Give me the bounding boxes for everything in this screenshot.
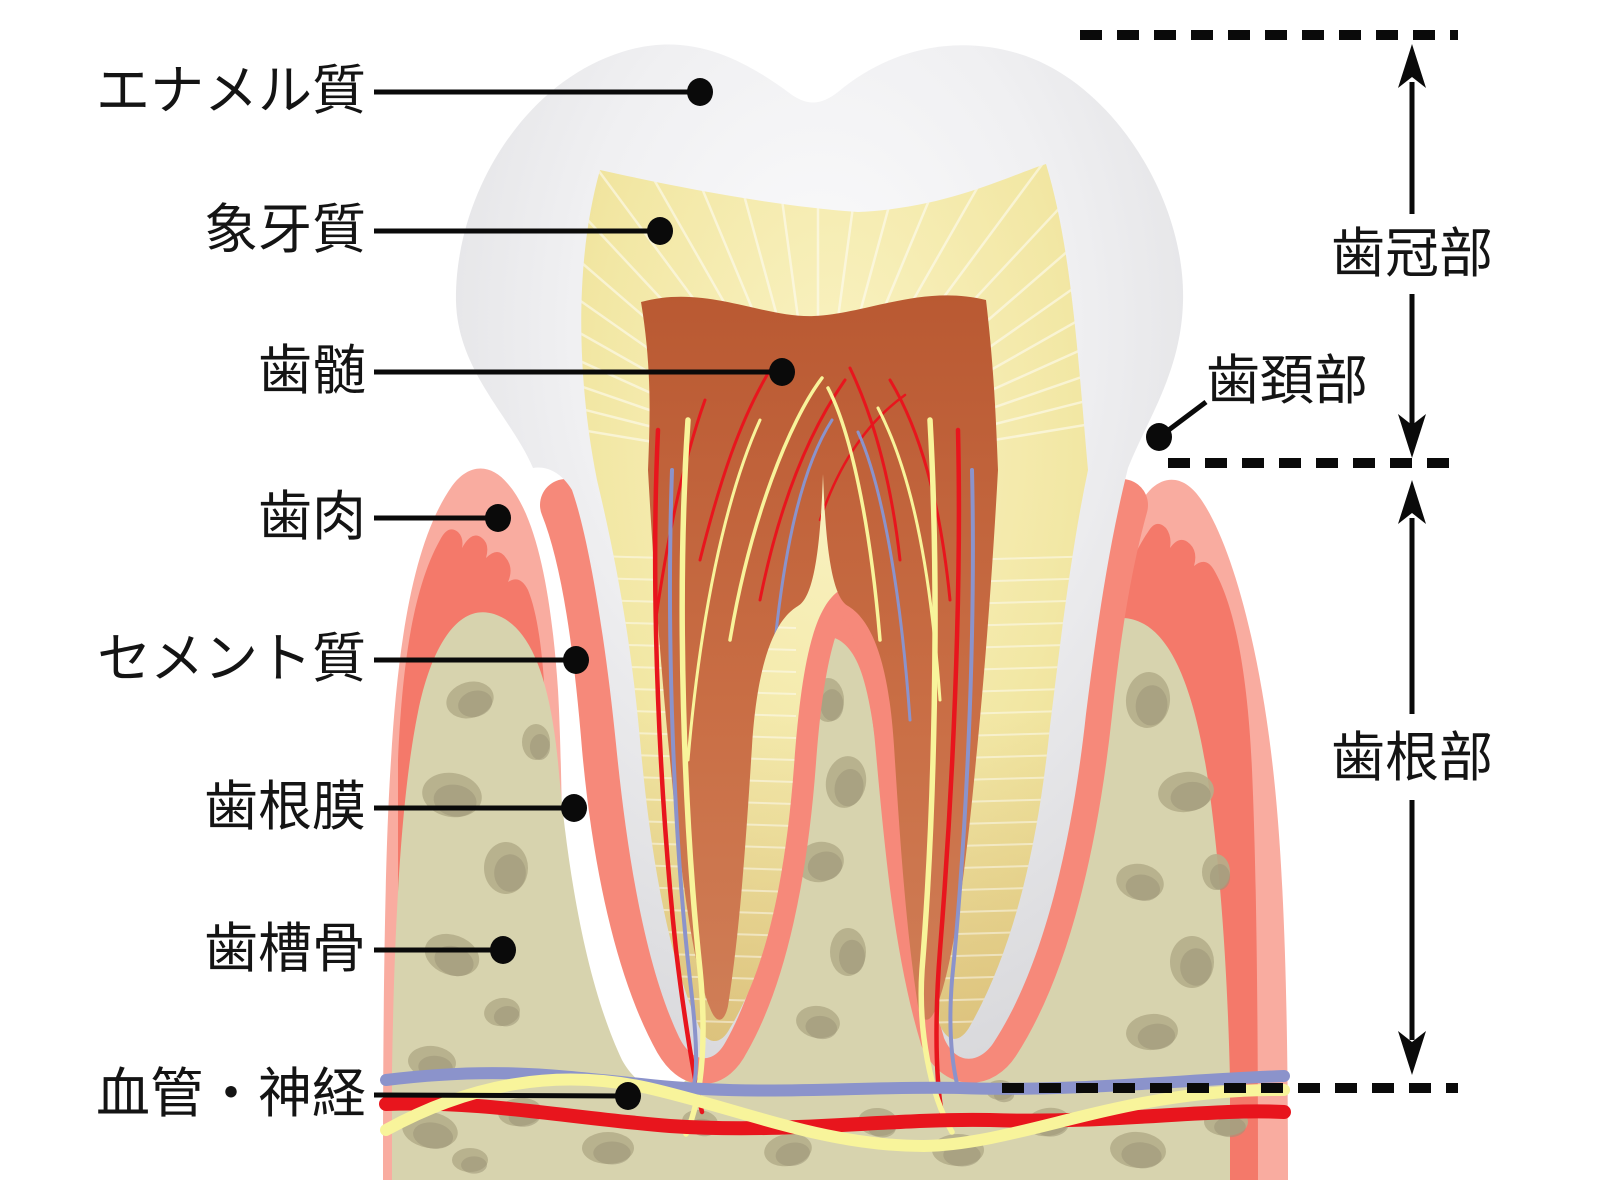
bone-blob-shadow [1180,948,1212,986]
leader-dot [615,1082,641,1110]
callout-dentin: 象牙質 [204,200,673,260]
dentin-ray [581,332,695,439]
bone-blob-shadow [413,1122,454,1149]
pulp-label: 歯髄 [258,341,366,401]
bone-blob-shadow [1137,1023,1176,1050]
gum-label: 歯肉 [258,487,366,547]
leader-dot [769,358,795,386]
callout-gum: 歯肉 [258,487,511,547]
leader-dot [1146,423,1172,451]
bone-blob [582,1132,634,1165]
leader-dot [687,78,713,106]
cementum-label: セメント質 [97,629,366,689]
bone-blob-shadow [494,854,526,892]
bone-blob-shadow [839,939,865,975]
dentin-ray [936,289,1088,429]
bone-blob-shadow [1135,685,1168,726]
bone-blob-shadow [820,689,844,721]
yellow-nerve-trunk [380,1073,1290,1153]
bone-blob-shadow [458,690,493,718]
bone-blob-shadow [1214,1116,1246,1138]
vessel-blue-right-canal [948,468,975,1090]
bone-blob [484,842,528,894]
bone-blob-shadow [493,1006,520,1027]
leader-dot [490,936,516,964]
bone-blob [1158,771,1214,813]
callout-pulp: 歯髄 [258,341,795,401]
dentin-label: 象牙質 [204,200,366,260]
bone-blob-shadow [807,851,843,881]
bone-blob [825,756,867,808]
callout-cementum: セメント質 [97,629,589,689]
callout-bone: 歯槽骨 [204,919,516,979]
neck-callout: 歯頚部 [1146,351,1368,451]
bone-blob [1116,863,1164,901]
bone-blob-shadow [461,1156,487,1174]
bone-blob-shadow [1170,781,1211,811]
dimension-arrows: 歯冠部 歯根部 [1331,44,1493,1075]
nerve-yellow-right-canal [918,417,955,1135]
vessel-blue-left-canal [668,468,699,1088]
level-lines [1002,30,1458,1093]
bone-blob-shadow [1209,864,1231,890]
bone-blob [1125,672,1171,728]
nerve-yellow-left-canal [679,417,706,1137]
root-section-label: 歯根部 [1331,728,1493,788]
callout-vessels: 血管・神経 [96,1064,641,1124]
callout-ligament: 歯根膜 [204,777,587,837]
bone-blob-shadow [529,734,551,760]
vessel-red-left-canal [652,427,705,1115]
bone-blob [452,1148,488,1174]
bone-blob-shadow [1121,1142,1162,1169]
bone-blob [1126,1013,1178,1051]
bone-blob-shadow [775,1142,810,1166]
bone-blob [1202,854,1231,890]
enamel-label: エナメル質 [96,61,366,121]
arrowhead-up-icon [1398,44,1426,88]
red-vessel-trunk [379,1096,1291,1136]
bone-label: 歯槽骨 [204,919,366,979]
arrowhead-down-icon [1398,414,1426,458]
leader-line [373,1092,629,1099]
crown-section-label: 歯冠部 [1331,224,1493,284]
bone-blob-shadow [434,945,474,977]
callout-enamel: エナメル質 [96,61,713,121]
ligament-label: 歯根膜 [204,777,366,837]
leader-line [1164,400,1208,434]
leader-dot [485,504,511,532]
bone-blob-shadow [593,1141,631,1165]
arrowhead-down-icon [1398,1031,1426,1075]
leader-dot [561,794,587,822]
vessel-red-right-canal [934,427,962,1117]
arrowhead-up-icon [1398,480,1426,524]
bone-blob [1170,936,1214,988]
dentin-ray [581,289,700,429]
bone-blob [484,997,520,1027]
bone-blob-shadow [834,769,864,807]
bone-blob [1110,1131,1166,1169]
neck-section-label: 歯頚部 [1206,351,1368,411]
leader-dot [563,646,589,674]
bone-blob [830,928,866,976]
vessels-label: 血管・神経 [96,1064,366,1124]
bone-blob [424,933,480,977]
bone-blob-shadow [1125,874,1160,901]
bone-blob [522,724,551,760]
bone-blob-shadow [805,1015,838,1040]
bone-blob [446,681,494,719]
dentin-ray [581,248,706,419]
bone-blob [764,1133,812,1167]
bone-blob [796,841,844,883]
left-callouts: エナメル質 象牙質 歯髄 歯肉 セメント質 歯根膜 [96,61,795,1124]
dentin-ray [944,377,1088,450]
dentin-ray [581,377,692,450]
tooth [455,44,1184,1137]
leader-dot [647,217,673,245]
dentin-ray [941,332,1088,439]
bone-blob [796,1005,840,1040]
